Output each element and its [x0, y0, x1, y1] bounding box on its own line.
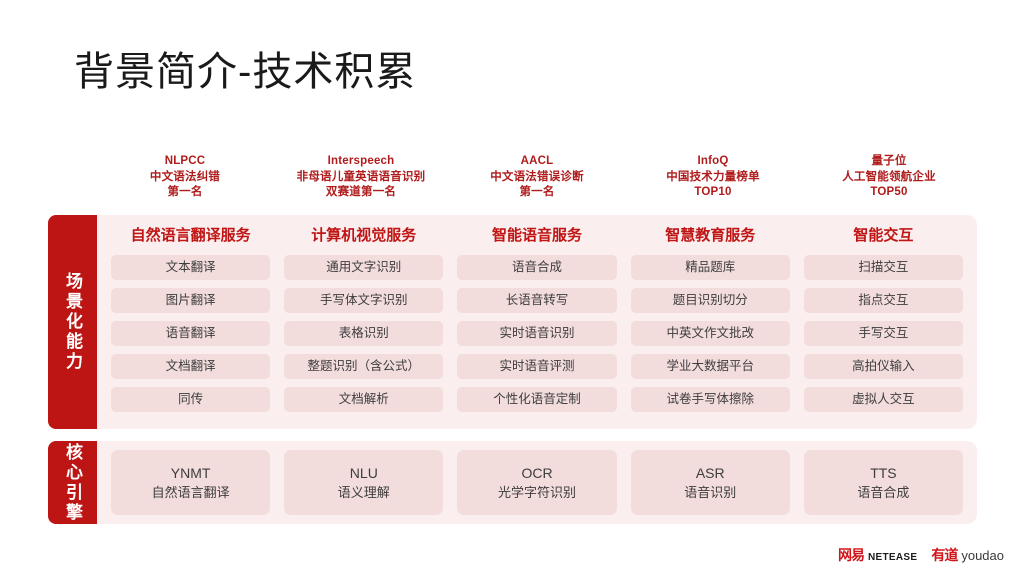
capability-column-title: 计算机视觉服务	[311, 227, 417, 244]
capability-chip[interactable]: 整题识别（含公式）	[284, 354, 444, 379]
capability-column-title: 智能交互	[853, 227, 914, 244]
youdao-logo: 有道 youdao	[931, 545, 1004, 565]
capability-chip[interactable]: 扫描交互	[803, 255, 964, 280]
netease-logo-en: NETEASE	[868, 552, 918, 563]
capability-chip[interactable]: 实时语音识别	[457, 321, 617, 346]
engine-desc: 语音合成	[857, 484, 910, 500]
netease-logo-cn: 网易	[838, 547, 865, 563]
capability-chip[interactable]: 个性化语音定制	[457, 387, 617, 412]
award-item: Interspeech 非母语儿童英语语音识别 双赛道第一名	[273, 154, 449, 201]
section-body-capabilities: 自然语言翻译服务 文本翻译 图片翻译 语音翻译 文档翻译 同传 计算机视觉服务 …	[97, 215, 977, 429]
engine-card[interactable]: YNMT 自然语言翻译	[111, 450, 271, 515]
award-item: 量子位 人工智能领航企业 TOP50	[801, 154, 977, 201]
capability-chip[interactable]: 文档翻译	[111, 354, 271, 379]
award-rank: 第一名	[167, 186, 203, 198]
engine-card[interactable]: TTS 语音合成	[803, 450, 964, 515]
award-item: AACL 中文语法错误诊断 第一名	[449, 154, 625, 201]
capability-chip[interactable]: 通用文字识别	[284, 255, 444, 280]
capability-chip[interactable]: 中英文作文批改	[630, 321, 790, 346]
award-rank: TOP50	[870, 186, 908, 198]
capability-chip[interactable]: 同传	[111, 387, 271, 412]
engine-desc: 语义理解	[337, 484, 390, 500]
award-item: InfoQ 中国技术力量榜单 TOP10	[625, 154, 801, 201]
engine-name: ASR	[695, 464, 725, 481]
engine-name: OCR	[521, 464, 553, 481]
award-topic: 人工智能领航企业	[842, 170, 936, 183]
footer-logos: 网易 NETEASE 有道 youdao	[838, 545, 1004, 565]
capability-chip[interactable]: 虚拟人交互	[803, 387, 964, 412]
capability-column-title: 自然语言翻译服务	[130, 227, 251, 244]
capability-column-title: 智慧教育服务	[665, 227, 756, 244]
award-rank: 第一名	[519, 186, 555, 198]
engine-name: YNMT	[170, 464, 211, 481]
award-org: AACL	[520, 155, 554, 167]
capability-chip[interactable]: 长语音转写	[457, 288, 617, 313]
engine-name: TTS	[870, 464, 897, 481]
capability-chip[interactable]: 手写交互	[803, 321, 964, 346]
capability-column-title: 智能语音服务	[492, 227, 583, 244]
section-body-engines: YNMT 自然语言翻译 NLU 语义理解 OCR 光学字符识别 ASR 语音识别…	[97, 441, 977, 524]
engine-card[interactable]: NLU 语义理解	[284, 450, 444, 515]
award-org: Interspeech	[327, 155, 395, 167]
capability-column: 智能语音服务 语音合成 长语音转写 实时语音识别 实时语音评测 个性化语音定制	[457, 227, 617, 419]
award-org: InfoQ	[697, 155, 729, 167]
capability-chip[interactable]: 文本翻译	[111, 255, 271, 280]
engine-desc: 语音识别	[684, 484, 737, 500]
award-rank: 双赛道第一名	[325, 186, 397, 198]
section-engines: 核心引擎 YNMT 自然语言翻译 NLU 语义理解 OCR 光学字符识别 ASR	[48, 441, 977, 524]
page-title: 背景简介-技术积累	[74, 50, 417, 94]
capability-chip[interactable]: 精品题库	[630, 255, 790, 280]
capability-chip[interactable]: 表格识别	[284, 321, 444, 346]
award-org: 量子位	[871, 155, 907, 167]
capability-chip[interactable]: 文档解析	[284, 387, 444, 412]
capability-chip[interactable]: 实时语音评测	[457, 354, 617, 379]
capability-chip[interactable]: 高拍仪输入	[803, 354, 964, 379]
awards-strip: NLPCC 中文语法纠错 第一名 Interspeech 非母语儿童英语语音识别…	[97, 154, 977, 201]
award-rank: TOP10	[694, 186, 732, 198]
award-topic: 中文语法错误诊断	[490, 170, 584, 183]
award-topic: 中文语法纠错	[149, 170, 221, 183]
capability-column: 智慧教育服务 精品题库 题目识别切分 中英文作文批改 学业大数据平台 试卷手写体…	[630, 227, 790, 419]
section-tab-label: 场景化能力	[63, 272, 82, 372]
netease-logo: 网易 NETEASE	[838, 545, 917, 565]
capability-chip[interactable]: 图片翻译	[111, 288, 271, 313]
capability-chip[interactable]: 题目识别切分	[630, 288, 790, 313]
engine-desc: 光学字符识别	[498, 484, 577, 500]
capability-column: 自然语言翻译服务 文本翻译 图片翻译 语音翻译 文档翻译 同传	[111, 227, 271, 419]
capability-column: 智能交互 扫描交互 指点交互 手写交互 高拍仪输入 虚拟人交互	[803, 227, 964, 419]
section-capabilities: 场景化能力 自然语言翻译服务 文本翻译 图片翻译 语音翻译 文档翻译 同传 计算…	[48, 215, 977, 429]
award-item: NLPCC 中文语法纠错 第一名	[97, 154, 273, 201]
engine-desc: 自然语言翻译	[151, 484, 230, 500]
engine-card[interactable]: OCR 光学字符识别	[457, 450, 617, 515]
capability-chip[interactable]: 语音翻译	[111, 321, 271, 346]
capability-chip[interactable]: 手写体文字识别	[284, 288, 444, 313]
capability-columns: 自然语言翻译服务 文本翻译 图片翻译 语音翻译 文档翻译 同传 计算机视觉服务 …	[111, 227, 964, 419]
award-topic: 中国技术力量榜单	[666, 170, 760, 183]
capability-chip[interactable]: 语音合成	[457, 255, 617, 280]
capability-chip[interactable]: 试卷手写体擦除	[630, 387, 790, 412]
engine-columns: YNMT 自然语言翻译 NLU 语义理解 OCR 光学字符识别 ASR 语音识别…	[111, 450, 964, 515]
award-org: NLPCC	[164, 155, 206, 167]
youdao-logo-en: youdao	[961, 548, 1004, 563]
engine-name: NLU	[349, 464, 378, 481]
capability-chip[interactable]: 学业大数据平台	[630, 354, 790, 379]
section-tab-engines: 核心引擎	[48, 441, 97, 524]
capability-column: 计算机视觉服务 通用文字识别 手写体文字识别 表格识别 整题识别（含公式） 文档…	[284, 227, 444, 419]
section-tab-capabilities: 场景化能力	[48, 215, 97, 429]
engine-card[interactable]: ASR 语音识别	[630, 450, 790, 515]
capability-chip[interactable]: 指点交互	[803, 288, 964, 313]
section-tab-label: 核心引擎	[63, 442, 82, 523]
youdao-logo-cn: 有道	[931, 547, 958, 563]
award-topic: 非母语儿童英语语音识别	[296, 170, 426, 183]
